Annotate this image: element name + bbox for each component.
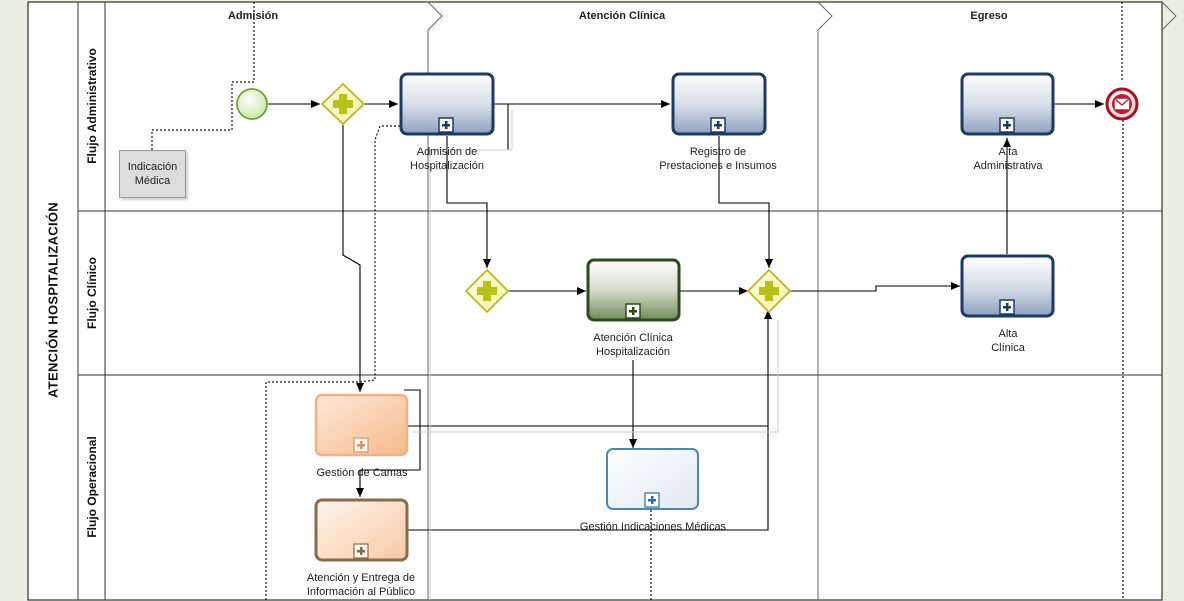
task-gestion-indicaciones[interactable]: [606, 448, 699, 510]
phase-label-egreso: Egreso: [970, 10, 1008, 22]
plus-box-icon: [999, 117, 1015, 133]
pool-title: ATENCIÓN HOSPITALIZACIÓN: [45, 202, 61, 398]
label-line: Atención Clínica: [593, 332, 673, 344]
parallel-gateway-admision[interactable]: [320, 82, 366, 126]
task-admision-hospitalizacion[interactable]: [399, 72, 495, 136]
task-label-gestion-indicaciones: Gestión Indicaciones Médicas: [580, 520, 726, 534]
label-line: Clínica: [991, 342, 1025, 354]
phase-label-atencion: Atención Clínica: [578, 10, 666, 22]
task-gestion-camas[interactable]: [314, 393, 409, 457]
label-line: Atención y Entrega de: [306, 572, 416, 584]
task-label-gestion-camas: Gestión de Camas: [316, 466, 407, 480]
annotation-line-1: Indicación: [127, 161, 178, 173]
annotation-line-2: Médica: [134, 175, 171, 187]
end-message-event[interactable]: [1105, 87, 1139, 121]
task-atencion-entrega[interactable]: [314, 498, 409, 562]
label-line: Alta: [998, 328, 1018, 340]
plus-box-icon: [710, 117, 726, 133]
label-line: Admisión de: [416, 146, 478, 158]
annotation-indicacion-medica[interactable]: Indicación Médica: [119, 150, 186, 198]
sequence-flows: [268, 100, 1104, 531]
plus-box-icon: [353, 543, 369, 559]
label-line: Gestión de Camas: [316, 467, 408, 479]
parallel-plus-icon: [333, 94, 353, 114]
plus-box-icon: [644, 492, 660, 508]
lane-label-clinico: Flujo Clínico: [85, 257, 99, 329]
association-lines: [151, 2, 1124, 600]
task-alta-clinica[interactable]: [960, 254, 1055, 318]
lane-label-administrativo: Flujo Administrativo: [85, 48, 99, 164]
plus-box-icon: [625, 303, 641, 319]
plus-box-icon: [353, 437, 369, 453]
parallel-gateway-split-clinico[interactable]: [464, 268, 510, 314]
label-line: Hospitalización: [410, 160, 484, 172]
label-line: Registro de: [689, 146, 747, 158]
parallel-plus-icon: [477, 281, 497, 301]
task-atencion-clinica[interactable]: [586, 258, 681, 322]
label-line: Información al Público: [306, 586, 416, 598]
label-line: Alta: [998, 146, 1018, 158]
task-label-alta-clinica: Alta Clínica: [991, 327, 1025, 355]
task-label-atencion-clinica: Atención Clínica Hospitalización: [593, 331, 673, 359]
parallel-plus-icon: [759, 281, 779, 301]
label-line: Administrativa: [973, 160, 1043, 172]
task-label-registro-prestaciones: Registro de Prestaciones e Insumos: [659, 145, 776, 173]
plus-box-icon: [999, 299, 1015, 315]
envelope-icon: [1114, 98, 1130, 110]
task-label-admision-hospitalizacion: Admisión de Hospitalización: [410, 145, 484, 173]
label-line: Prestaciones e Insumos: [659, 160, 777, 172]
start-event[interactable]: [236, 88, 268, 120]
task-alta-administrativa[interactable]: [960, 72, 1055, 136]
parallel-gateway-join-clinico[interactable]: [746, 268, 792, 314]
phase-label-admision: Admisión: [227, 10, 279, 22]
lane-label-operacional: Flujo Operacional: [85, 436, 99, 538]
faint-flow-shadows: [412, 110, 779, 600]
task-registro-prestaciones[interactable]: [671, 72, 767, 136]
task-label-alta-administrativa: Alta Administrativa: [973, 145, 1042, 173]
label-line: Gestión Indicaciones Médicas: [579, 521, 727, 533]
label-line: Hospitalización: [596, 346, 670, 358]
task-label-atencion-entrega: Atención y Entrega de Información al Púb…: [307, 571, 415, 599]
plus-box-icon: [438, 117, 454, 133]
